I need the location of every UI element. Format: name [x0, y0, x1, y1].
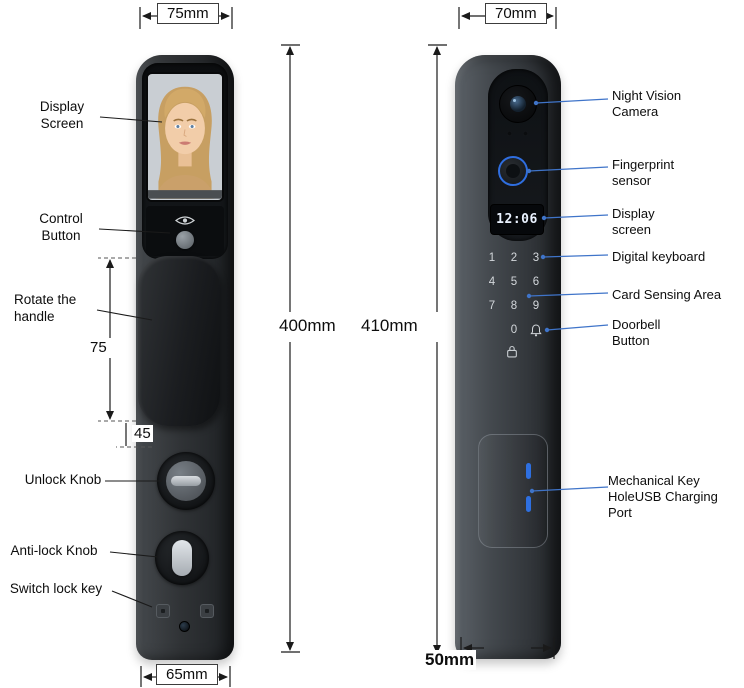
keypad-key-5: 5 — [510, 276, 518, 288]
control-button — [176, 231, 194, 249]
anti-lock-knob — [155, 531, 209, 585]
switch-lock-key-right — [200, 604, 214, 618]
digital-keypad: 1 2 3 4 5 6 7 8 9 0 — [481, 251, 547, 337]
indoor-lock-body — [136, 55, 234, 660]
dim-right-top-width: 70mm — [485, 3, 547, 24]
label-doorbell-button: Doorbell Button — [612, 317, 661, 349]
dim-left-height: 400mm — [277, 316, 338, 336]
doorbell-icon — [525, 323, 547, 337]
dim-left-top-width: 75mm — [157, 3, 219, 24]
light-sensor-icon — [523, 131, 528, 136]
dim-handle-length: 75 — [88, 339, 109, 356]
keyhole-mark — [526, 496, 531, 512]
door-handle — [138, 256, 220, 426]
dim-left-bottom-width: 65mm — [156, 664, 218, 685]
dim-right-bottom-width: 50mm — [423, 650, 477, 670]
clock-time: 12:06 — [496, 212, 538, 227]
camera-lens-icon — [510, 96, 526, 112]
label-mechanical-key-usb: Mechanical Key HoleUSB Charging Port — [608, 473, 718, 521]
label-rotate-handle: Rotate the handle — [14, 292, 77, 324]
label-switch-lock-key: Switch lock key — [9, 581, 103, 596]
unlock-knob-bar — [171, 476, 201, 486]
label-card-sensing-area: Card Sensing Area — [612, 287, 722, 302]
clock-display: 12:06 — [490, 204, 544, 235]
padlock-icon — [506, 345, 518, 363]
keypad-key-7: 7 — [488, 300, 496, 312]
label-fingerprint-sensor: Fingerprint sensor — [612, 157, 675, 189]
label-control-button: Control Button — [39, 211, 83, 243]
ir-sensor-icon — [507, 131, 512, 136]
keypad-key-2: 2 — [510, 252, 518, 264]
switch-lock-key-left — [156, 604, 170, 618]
keypad-key-6: 6 — [532, 276, 540, 288]
keypad-key-8: 8 — [510, 300, 518, 312]
keypad-key-1: 1 — [488, 252, 496, 264]
keypad-key-3: 3 — [532, 252, 540, 264]
keypad-key-9: 9 — [532, 300, 540, 312]
anti-lock-knob-lever — [172, 540, 192, 576]
keypad-spacer — [481, 323, 503, 337]
unlock-knob — [157, 452, 215, 510]
keypad-key-4: 4 — [488, 276, 496, 288]
label-display-screen: Display Screen — [39, 99, 85, 131]
bottom-lens-icon — [179, 621, 190, 632]
dim-handle-gap: 45 — [132, 425, 153, 442]
fingerprint-sensor — [498, 156, 528, 186]
face-photo — [148, 75, 222, 199]
label-unlock-knob: Unlock Knob — [24, 472, 102, 487]
usb-port-mark — [526, 463, 531, 479]
label-night-vision-camera: Night Vision Camera — [612, 88, 682, 120]
label-digital-keyboard: Digital keyboard — [612, 249, 706, 264]
mechanical-key-usb-panel — [478, 434, 548, 548]
keypad-key-0: 0 — [510, 324, 518, 336]
label-anti-lock-knob: Anti-lock Knob — [10, 543, 98, 558]
display-screen — [146, 72, 224, 202]
label-display-screen-out: Display screen — [612, 206, 655, 238]
night-vision-camera — [499, 85, 537, 123]
control-panel — [146, 206, 224, 256]
eye-icon — [175, 213, 195, 231]
dim-right-height: 410mm — [359, 316, 420, 336]
outdoor-lock-body: 12:06 1 2 3 4 5 6 7 8 9 0 — [455, 55, 561, 659]
